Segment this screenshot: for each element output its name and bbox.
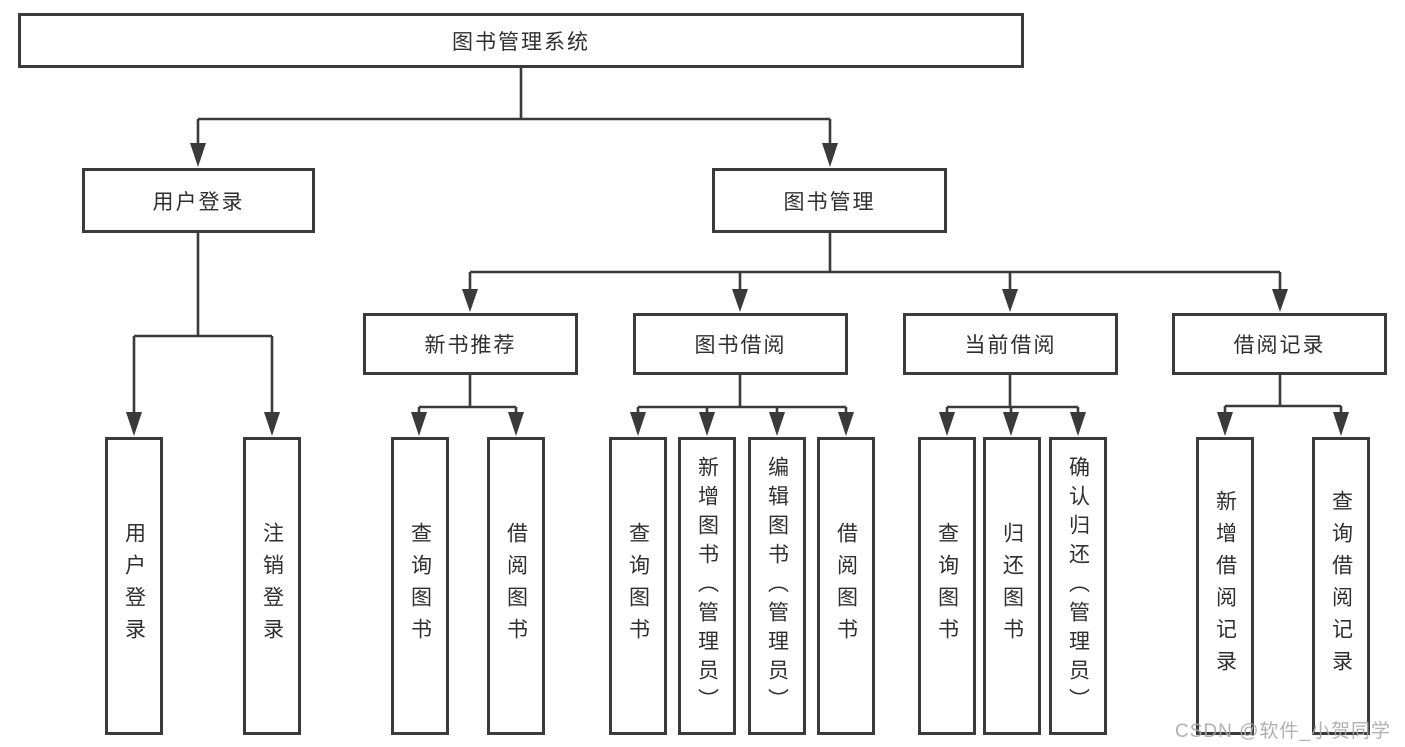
node-logout: 注销登录 — [243, 437, 301, 735]
node-bb-query-books-label: 查询图书 — [626, 522, 650, 650]
node-book-borrowing: 图书借阅 — [633, 313, 848, 375]
node-current-borrowing-label: 当前借阅 — [964, 334, 1057, 357]
node-nb-borrow-books: 借阅图书 — [487, 437, 545, 735]
node-book-management: 图书管理 — [712, 168, 947, 233]
node-borrowing-records-label: 借阅记录 — [1233, 334, 1326, 357]
node-bb-borrow-books: 借阅图书 — [817, 437, 875, 735]
node-user-login: 用户登录 — [82, 168, 315, 233]
node-bb-borrow-books-label: 借阅图书 — [834, 522, 858, 650]
node-br-query-record: 查询借阅记录 — [1312, 437, 1370, 735]
node-root: 图书管理系统 — [18, 13, 1024, 68]
node-cb-return-books-label: 归还图书 — [1000, 522, 1024, 650]
node-bb-add-books-admin: 新增图书（管理员） — [678, 437, 736, 735]
node-user-login-label: 用户登录 — [152, 190, 245, 214]
node-cb-query-books-label: 查询图书 — [935, 522, 959, 650]
node-cb-return-books: 归还图书 — [983, 437, 1041, 735]
node-cb-confirm-return-admin-label: 确认归还（管理员） — [1066, 455, 1090, 717]
node-bb-query-books: 查询图书 — [609, 437, 667, 735]
arrowheads — [126, 143, 1349, 436]
node-user-login-leaf: 用户登录 — [105, 437, 163, 735]
node-new-book-recommendation: 新书推荐 — [363, 313, 578, 375]
node-nb-query-books-label: 查询图书 — [408, 522, 432, 650]
node-cb-confirm-return-admin: 确认归还（管理员） — [1049, 437, 1107, 735]
node-cb-query-books: 查询图书 — [918, 437, 976, 735]
node-borrowing-records: 借阅记录 — [1172, 313, 1387, 375]
node-bb-add-books-admin-label: 新增图书（管理员） — [695, 455, 719, 717]
node-book-management-label: 图书管理 — [783, 190, 876, 214]
node-current-borrowing: 当前借阅 — [903, 313, 1118, 375]
node-new-book-recommendation-label: 新书推荐 — [424, 334, 517, 357]
node-book-borrowing-label: 图书借阅 — [694, 334, 787, 357]
node-br-add-record: 新增借阅记录 — [1196, 437, 1254, 735]
node-root-label: 图书管理系统 — [452, 30, 590, 54]
node-user-login-leaf-label: 用户登录 — [122, 522, 146, 650]
node-logout-label: 注销登录 — [260, 522, 284, 650]
node-nb-query-books: 查询图书 — [391, 437, 449, 735]
node-bb-edit-books-admin: 编辑图书（管理员） — [748, 437, 806, 735]
node-br-query-record-label: 查询借阅记录 — [1329, 490, 1353, 682]
node-nb-borrow-books-label: 借阅图书 — [504, 522, 528, 650]
node-bb-edit-books-admin-label: 编辑图书（管理员） — [765, 455, 789, 717]
node-br-add-record-label: 新增借阅记录 — [1213, 490, 1237, 682]
